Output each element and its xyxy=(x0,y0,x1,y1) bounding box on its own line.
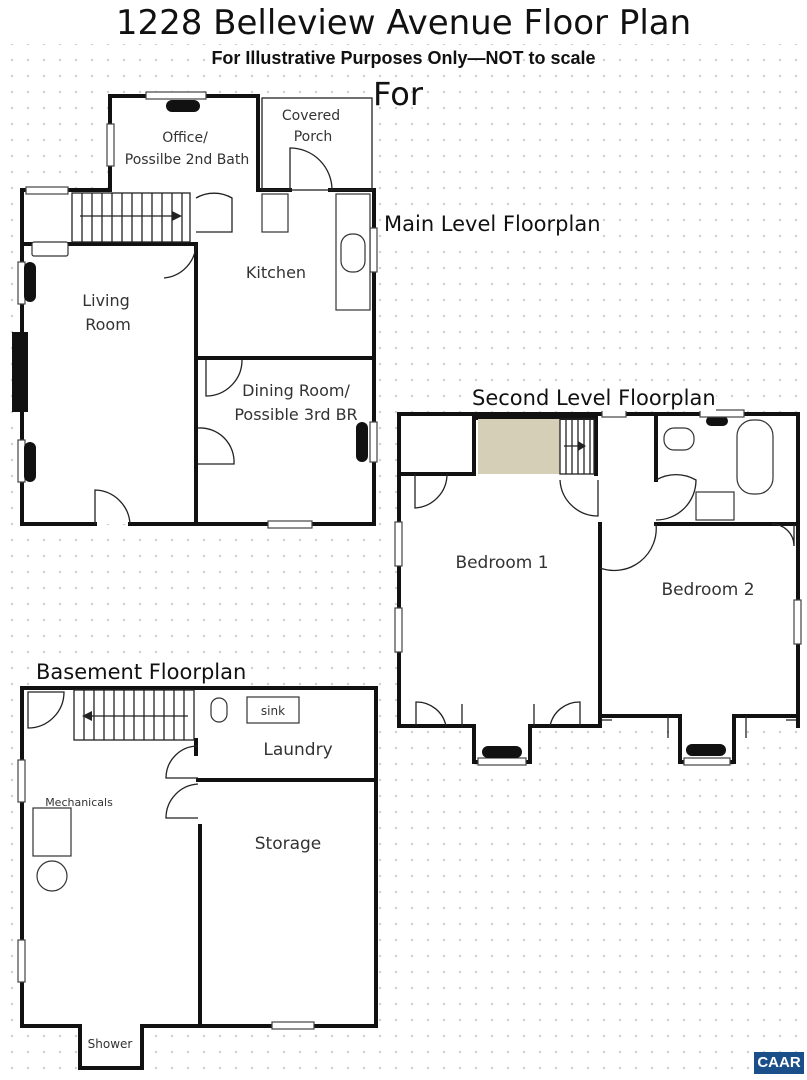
laundry-label: Laundry xyxy=(263,740,332,760)
stair-door-swing xyxy=(195,192,233,233)
stray-text: For xyxy=(373,75,423,113)
office-label: Office/ xyxy=(162,130,208,146)
hall-door-swing xyxy=(559,479,599,517)
second-south-west-walls xyxy=(397,412,602,764)
living-room-label: Living xyxy=(82,291,130,310)
washer xyxy=(210,697,228,723)
furnace xyxy=(32,807,72,857)
office-window-top xyxy=(145,91,207,100)
second-trim-lines xyxy=(461,704,796,738)
closet1-door-swing xyxy=(415,701,447,727)
plan-title: 1228 Belleview Avenue Floor Plan xyxy=(0,2,807,44)
basement-window-1 xyxy=(17,759,26,803)
bathtub xyxy=(736,419,774,495)
closet2-door-swing xyxy=(549,701,581,727)
main-level-heading: Main Level Floorplan xyxy=(384,211,601,237)
basement-heading: Basement Floorplan xyxy=(36,659,247,685)
bedroom1-window-2 xyxy=(394,607,403,653)
vanity xyxy=(695,491,735,521)
front-door-swing xyxy=(94,489,131,525)
living-vent xyxy=(31,241,69,257)
closet-door-swing xyxy=(771,523,795,547)
bedroom1-radiator xyxy=(482,746,522,758)
basement-outer-walls xyxy=(20,686,378,1070)
living-room-label-2: Room xyxy=(85,315,131,334)
bedroom1-window-bottom xyxy=(477,757,527,766)
bath-radiator xyxy=(706,416,728,426)
bedroom1-door-swing xyxy=(414,473,448,509)
porch-label: Covered xyxy=(282,108,340,124)
sink-box xyxy=(246,696,300,724)
covered-porch xyxy=(261,97,373,191)
main-stairs xyxy=(71,192,191,243)
office-radiator xyxy=(166,100,200,112)
dining-window-side xyxy=(369,421,378,463)
second-stairs xyxy=(559,418,595,475)
kitchen-appliance xyxy=(261,193,289,233)
dining-door-swing-top xyxy=(205,359,243,397)
second-level-heading: Second Level Floorplan xyxy=(472,385,716,411)
living-radiator-1 xyxy=(24,262,36,302)
shower-label: Shower xyxy=(88,1037,133,1051)
living-radiator-2 xyxy=(24,442,36,482)
basement-stairs xyxy=(73,689,195,741)
dining-radiator xyxy=(356,422,368,462)
bedroom1-window-1 xyxy=(394,521,403,567)
dining-window-bottom xyxy=(267,520,313,529)
office-label-2: Possilbe 2nd Bath xyxy=(125,152,250,168)
laundry-door-swing xyxy=(165,745,199,779)
second-level-plan xyxy=(394,409,802,766)
main-level-plan xyxy=(12,91,378,529)
living-window-2 xyxy=(17,439,26,483)
bedroom2-window-bottom xyxy=(683,757,731,766)
mechanicals-label: Mechanicals xyxy=(45,796,113,809)
water-heater xyxy=(36,860,68,892)
bedroom2-radiator xyxy=(686,744,726,756)
stair-landing xyxy=(478,419,560,474)
sink-label: sink xyxy=(261,704,285,718)
dining-room-label: Dining Room/ xyxy=(242,381,350,400)
kitchen-label: Kitchen xyxy=(246,263,306,282)
plan-subtitle: For Illustrative Purposes Only—NOT to sc… xyxy=(211,48,596,68)
office-window-side xyxy=(106,123,115,167)
storage-door-swing xyxy=(165,783,199,819)
stair-enclosure xyxy=(397,416,598,476)
storage-window xyxy=(271,1021,315,1030)
bath-window xyxy=(699,409,745,418)
kitchen-door-swing xyxy=(163,243,197,279)
kitchen-sink-fixture xyxy=(340,233,366,273)
dining-door-swing-side xyxy=(197,427,235,465)
basement-corner-door xyxy=(27,691,65,729)
living-window-top xyxy=(25,186,69,195)
dining-room-label-2: Possible 3rd BR xyxy=(234,405,357,424)
bedroom2-door-swing xyxy=(599,523,657,572)
bedroom1-label: Bedroom 1 xyxy=(455,553,548,573)
bath-door-swing xyxy=(655,473,697,521)
porch-label-2: Porch xyxy=(294,129,333,145)
bedroom2-label: Bedroom 2 xyxy=(661,580,754,600)
bedroom2-window xyxy=(793,599,802,645)
storage-label: Storage xyxy=(255,834,322,854)
porch-door-swing xyxy=(289,147,333,191)
kitchen-window xyxy=(369,227,378,273)
living-window-1 xyxy=(17,261,26,305)
basement-plan xyxy=(17,686,378,1070)
fireplace xyxy=(12,332,28,412)
caar-badge: CAAR xyxy=(754,1052,804,1074)
toilet xyxy=(663,427,695,451)
hall-window xyxy=(601,409,627,418)
basement-window-2 xyxy=(17,939,26,983)
